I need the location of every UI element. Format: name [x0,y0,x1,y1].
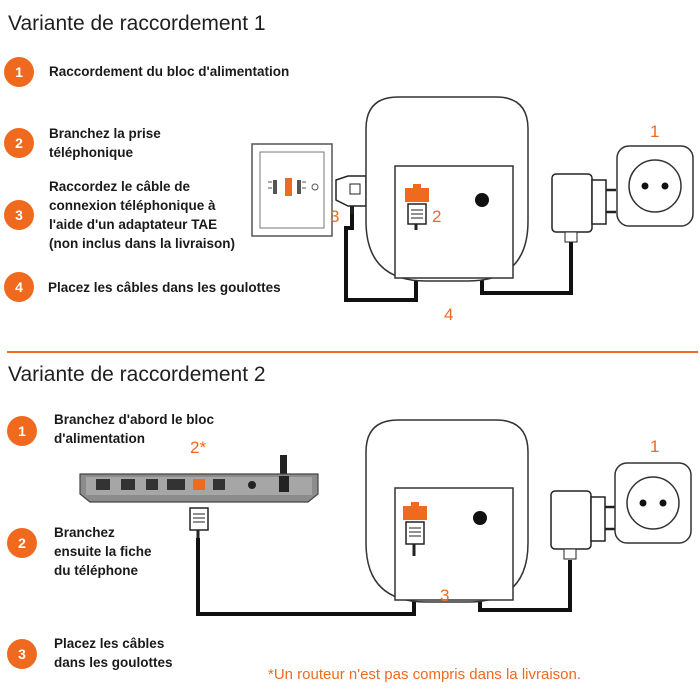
section2-step2-line: Branchez [54,525,115,540]
section1-step3-line: connexion téléphonique à [49,198,216,213]
section2-callout-router: 2* [190,438,207,457]
section1-title: Variante de raccordement 1 [8,12,266,35]
section2-step2-line: du téléphone [54,563,138,578]
section2-step1-text: Branchez d'abord le bloc d'alimentation [54,410,214,448]
section-divider [7,351,698,353]
router-icon [79,455,319,503]
section2-callout-outlet: 1 [650,437,660,456]
section2-step3-line: dans les goulottes [54,655,173,670]
section1-step1-line: Raccordement du bloc d'alimentation [49,64,290,79]
base-station-icon [365,419,529,603]
section2-step1-line: Branchez d'abord le bloc [54,412,214,427]
section2-title: Variante de raccordement 2 [8,363,266,386]
section2-callout-cables: 3 [440,586,450,605]
footnote: *Un routeur n'est pas compris dans la li… [268,666,582,683]
section1-step3-badge: 3 [4,200,34,230]
section1-callout-cables: 4 [444,305,454,324]
section2-step2-badge: 2 [7,528,37,558]
section1-step3-line: Raccordez le câble de [49,179,191,194]
section2-step1-line: d'alimentation [54,431,145,446]
section1-step3-line: l'aide d'un adaptateur TAE [49,217,218,232]
power-outlet-icon [614,462,692,544]
section1-callout-outlet: 1 [650,122,660,141]
section2-step3-badge: 3 [7,639,37,669]
section1-callout-phone-port: 2 [432,207,442,226]
section2-step3-line: Placez les câbles [54,636,165,651]
section1-step3-line: (non inclus dans la livraison) [49,236,236,251]
section1-step3-text: Raccordez le câble de connexion téléphon… [49,177,235,253]
section2-step2-text: Branchez ensuite la fiche du téléphone [54,523,152,580]
section2-step1-badge: 1 [7,416,37,446]
section1-step2-line: Branchez la prise [49,126,161,141]
rj11-plug-icon [405,521,425,556]
section1-step4-text: Placez les câbles dans les goulottes [48,278,281,297]
section1-step1-text: Raccordement du bloc d'alimentation [49,62,289,81]
section1-step4-badge: 4 [4,272,34,302]
section1-step2-line: téléphonique [49,145,133,160]
power-adapter-icon [551,173,616,243]
section2-step2-line: ensuite la fiche [54,544,152,559]
section1-step2-text: Branchez la prise téléphonique [49,124,161,162]
section1-step2-badge: 2 [4,128,34,158]
tae-wall-socket-icon [251,143,333,237]
rj11-plug-icon [189,507,209,538]
section2-step3-text: Placez les câbles dans les goulottes [54,634,173,672]
rj11-plug-icon [407,203,427,230]
section1-step4-line: Placez les câbles dans les goulottes [48,280,281,295]
section1-callout-tae: 3 [330,207,340,226]
phone-cable [344,196,418,302]
power-outlet-icon [616,145,694,227]
power-adapter-icon [550,490,615,560]
section1-step1-badge: 1 [4,57,34,87]
